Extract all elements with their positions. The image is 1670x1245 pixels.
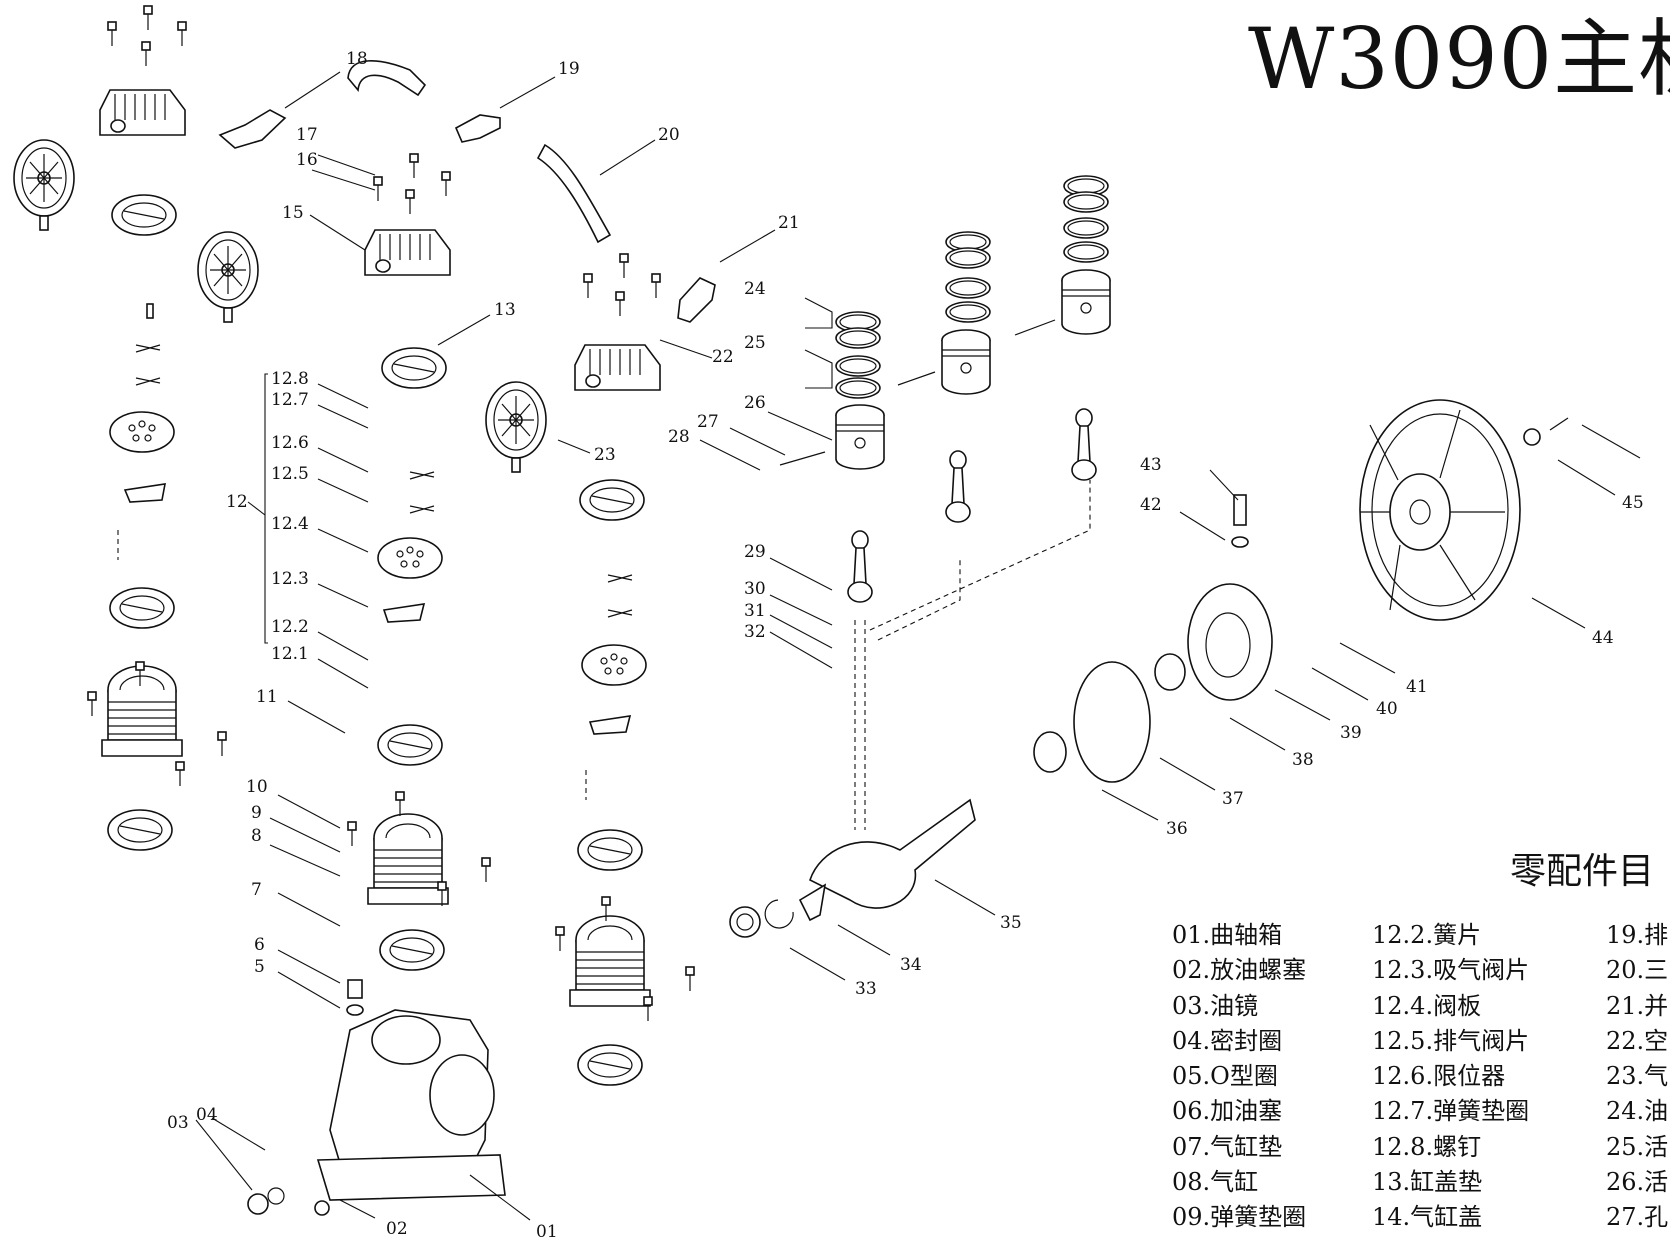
callout-35: 36 [1166,819,1188,839]
callout-6: 6 [254,935,265,955]
piston-rod-group [779,175,1111,830]
parts-list-item: 19.排 [1606,921,1669,949]
callout-27: 28 [668,427,690,447]
parts-list-item: 22.空 [1606,1026,1669,1055]
parts-list-item: 08.气缸 [1172,1168,1259,1197]
parts-list-item: 12.4.阀板 [1372,991,1482,1020]
parts-list-item: 06.加油塞 [1172,1097,1283,1126]
callout-44: 45 [1622,493,1644,513]
callout-18: 19 [558,59,580,79]
crankshaft [729,798,976,938]
callout-12: 12 [226,492,248,512]
callout-37: 38 [1292,750,1314,770]
callout-15: 16 [296,150,318,170]
callout-34: 35 [1000,913,1022,933]
callout-40: 41 [1406,677,1428,697]
right-head-assembly [485,253,695,1086]
callout-20: 21 [778,213,800,233]
callout-12-7: 12.7 [271,390,309,410]
callout-39: 40 [1376,699,1398,719]
callout-26: 27 [697,412,719,432]
parts-list-item: 26.活 [1606,1168,1669,1197]
parts-list-item: 23.气 [1606,1062,1669,1091]
callout-11: 11 [256,687,278,707]
callout-25: 26 [744,393,766,413]
callout-02: 02 [386,1219,408,1239]
callout-numbers: 18 19 17 16 20 15 21 13 24 22 25 12.8 12… [167,49,1644,1242]
callout-12-5: 12.5 [271,464,309,484]
callout-12-4: 12.4 [271,514,309,534]
parts-list-item: 12.6.限位器 [1372,1062,1506,1091]
callout-16: 17 [296,125,318,145]
callout-03: 03 [167,1113,189,1133]
callout-14: 15 [282,203,304,223]
callout-12-6: 12.6 [271,433,309,453]
callout-23: 24 [744,279,766,299]
parts-list-item: 14.气缸盖 [1372,1203,1483,1232]
callout-10: 10 [246,777,268,797]
callout-01: 01 [536,1222,558,1242]
callout-04: 04 [196,1105,218,1125]
callout-leaders [195,71,1641,1221]
parts-list-item: 09.弹簧垫圈 [1172,1203,1307,1232]
bearing-cover-and-pulley [1033,399,1569,783]
pipes [218,60,716,323]
parts-list-item: 12.7.弹簧垫圈 [1372,1097,1530,1126]
parts-list-item: 05.O型圈 [1172,1062,1278,1091]
callout-12-8: 12.8 [271,369,309,389]
callout-7: 7 [251,880,262,900]
parts-list-item: 03.油镜 [1172,991,1259,1020]
parts-list-item: 12.2.簧片 [1372,921,1482,949]
parts-catalog-title: 零配件目 [1510,851,1655,892]
parts-list-column: 19.排 20.三 21.并 22.空 23.气 24.油 25.活 26.活 … [1606,918,1668,1236]
parts-list-item: 27.孔 [1606,1203,1669,1232]
parts-list-item: 24.油 [1606,1097,1669,1126]
callout-28: 29 [744,542,766,562]
callout-21: 22 [712,347,734,367]
parts-list-item: 12.5.排气阀片 [1372,1026,1530,1055]
parts-list-item: 07.气缸垫 [1172,1132,1283,1161]
parts-list-item: 25.活 [1606,1132,1669,1161]
left-head-assembly [13,5,259,851]
callout-12-1: 12.1 [271,644,309,664]
parts-list-item: 04.密封圈 [1172,1026,1283,1055]
callout-19: 20 [658,125,680,145]
callout-32: 33 [855,979,877,999]
callout-31: 32 [744,622,766,642]
parts-list-item: 01.曲轴箱 [1172,921,1283,949]
callout-29: 30 [744,579,766,599]
callout-24: 25 [744,333,766,353]
callout-5: 5 [254,957,265,977]
callout-13: 13 [494,300,516,320]
callout-9: 9 [251,803,262,823]
callout-33: 34 [900,955,922,975]
parts-list-item: 13.缸盖垫 [1372,1168,1483,1197]
parts-list-item: 02.放油螺塞 [1172,956,1307,985]
callout-8: 8 [251,826,262,846]
parts-list-item: 12.8.螺钉 [1372,1132,1482,1161]
callout-30: 31 [744,601,766,621]
callout-17: 18 [346,49,368,69]
parts-list-item: 12.3.吸气阀片 [1372,956,1530,985]
parts-list-item: 21.并 [1606,991,1669,1020]
middle-head-assembly [346,153,491,1016]
parts-list-column: 12.2.簧片 12.3.吸气阀片 12.4.阀板 12.5.排气阀片 12.6… [1372,918,1529,1236]
crankcase [247,1009,506,1216]
parts-list: 01.曲轴箱 02.放油螺塞 03.油镜 04.密封圈 05.O型圈 06.加油… [1172,918,1670,1245]
callout-22: 23 [594,445,616,465]
page-title: W3090主机 [1248,10,1670,108]
callout-43: 44 [1592,628,1614,648]
callout-12-2: 12.2 [271,617,309,637]
callout-38: 39 [1340,723,1362,743]
callout-41: 42 [1140,495,1162,515]
callout-12-3: 12.3 [271,569,309,589]
parts-list-column: 01.曲轴箱 02.放油螺塞 03.油镜 04.密封圈 05.O型圈 06.加油… [1172,918,1306,1236]
callout-36: 37 [1222,789,1244,809]
callout-42: 43 [1140,455,1162,475]
parts-list-item: 20.三 [1606,956,1669,985]
